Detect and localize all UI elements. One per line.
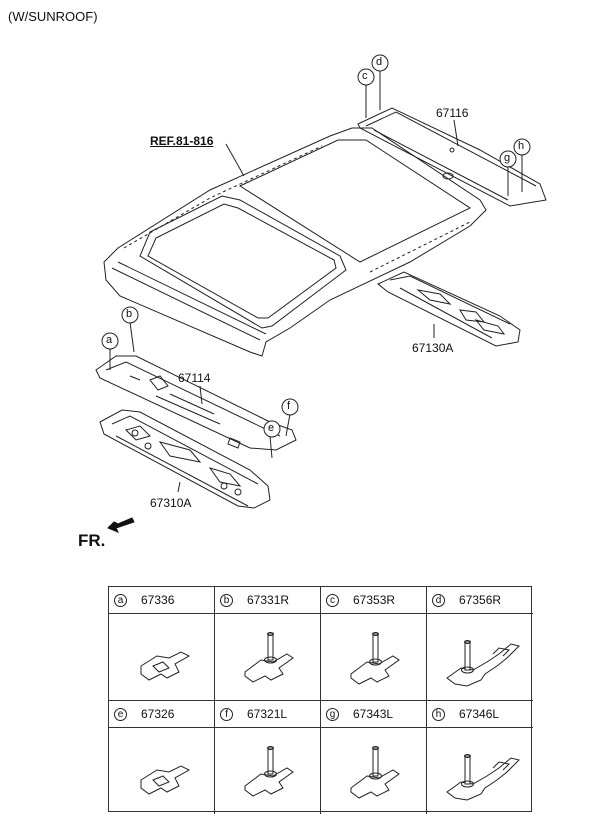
letter-badge: f bbox=[220, 707, 233, 721]
callout-g: g bbox=[504, 152, 511, 164]
bolt-clip-icon bbox=[350, 746, 400, 799]
callout-b: b bbox=[126, 308, 133, 320]
letter-badge: g bbox=[326, 707, 339, 721]
direction-arrow-icon bbox=[107, 517, 135, 533]
part-label-67116: 67116 bbox=[436, 106, 469, 120]
bracket-bolt-icon bbox=[446, 754, 520, 801]
letter-badge: e bbox=[114, 707, 127, 721]
roof-panel bbox=[103, 127, 487, 357]
part-number: 67343L bbox=[353, 707, 394, 721]
front-member-67310A bbox=[99, 409, 271, 509]
part-number: 67353R bbox=[353, 593, 396, 607]
front-rail-67114 bbox=[95, 355, 297, 451]
parts-cell-h: h 67346L bbox=[427, 700, 533, 814]
letter-badge: c bbox=[326, 593, 339, 607]
direction-label: FR. bbox=[78, 531, 106, 550]
rear-rail-67116 bbox=[357, 107, 547, 207]
rear-member-67130A bbox=[377, 271, 521, 347]
bolt-clip-icon bbox=[244, 632, 294, 683]
letter-badge: d bbox=[432, 593, 445, 607]
callout-d: d bbox=[376, 56, 383, 68]
part-label-67310A: 67310A bbox=[150, 496, 192, 510]
part-number: 67321L bbox=[247, 707, 288, 721]
parts-cell-e: e 67326 bbox=[109, 700, 215, 814]
part-number: 67326 bbox=[141, 707, 175, 721]
ref-label: REF.81-816 bbox=[150, 134, 214, 148]
parts-cell-f: f 67321L bbox=[215, 700, 321, 814]
letter-badge: b bbox=[220, 593, 233, 607]
letter-badge: h bbox=[432, 707, 445, 721]
parts-cell-d: d 67356R bbox=[427, 587, 533, 701]
variant-label: (W/SUNROOF) bbox=[8, 9, 98, 24]
callout-c: c bbox=[362, 70, 368, 82]
bolt-clip-icon bbox=[350, 632, 400, 685]
parts-cell-a: a 67336 bbox=[109, 587, 215, 701]
part-label-67130A: 67130A bbox=[412, 341, 454, 355]
parts-cell-b: b 67331R bbox=[215, 587, 321, 701]
part-number: 67346L bbox=[459, 707, 500, 721]
part-number: 67336 bbox=[141, 593, 175, 607]
bolt-clip-icon bbox=[244, 746, 294, 797]
bracket-bolt-icon bbox=[446, 640, 520, 687]
clip-icon bbox=[140, 765, 191, 795]
part-number: 67356R bbox=[459, 593, 502, 607]
callout-e: e bbox=[268, 422, 275, 434]
callout-f: f bbox=[287, 400, 291, 412]
parts-cell-c: c 67353R bbox=[321, 587, 427, 701]
clip-icon bbox=[140, 651, 191, 681]
sunroof-opening bbox=[139, 195, 347, 329]
roof-diagram bbox=[95, 54, 547, 533]
part-number: 67331R bbox=[247, 593, 290, 607]
parts-cell-g: g 67343L bbox=[321, 700, 427, 814]
callout-h: h bbox=[518, 140, 525, 152]
callout-a: a bbox=[106, 334, 113, 346]
part-label-67114: 67114 bbox=[178, 371, 211, 385]
letter-badge: a bbox=[114, 593, 127, 607]
